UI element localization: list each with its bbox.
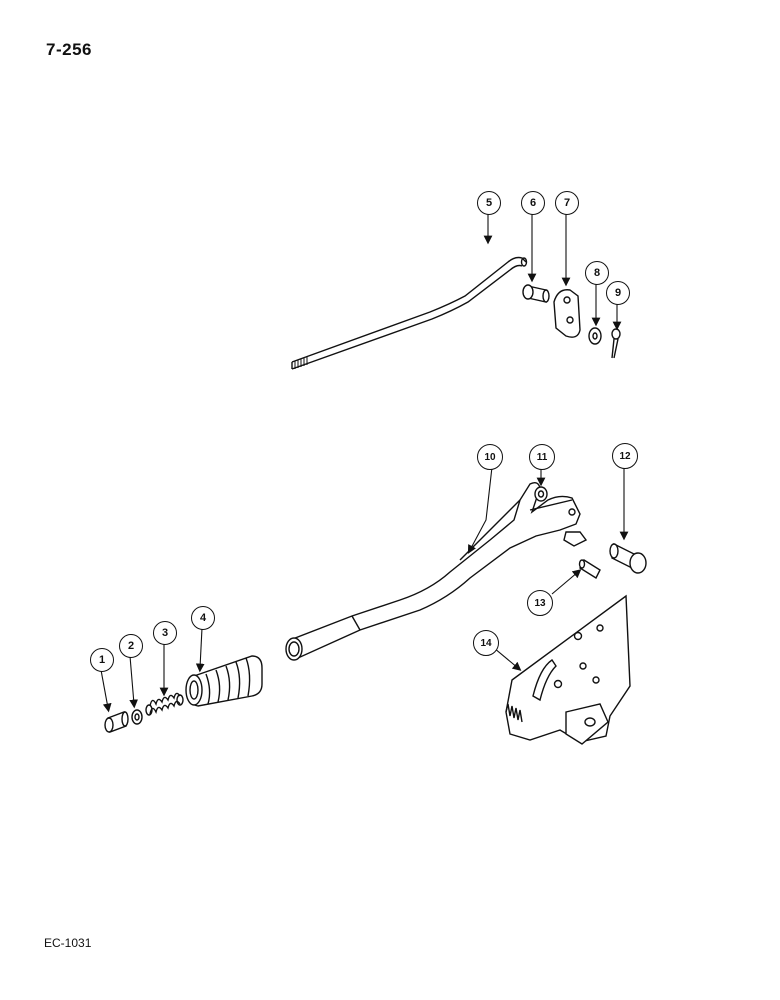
page-number: 7-256: [46, 40, 92, 59]
callout-label: 3: [161, 627, 169, 639]
callout-label: 10: [484, 451, 496, 463]
rubber-boot-part: [185, 655, 263, 707]
washer-part-2: [131, 709, 143, 725]
callout-label: 6: [529, 197, 537, 209]
roll-pin-part: [578, 558, 601, 580]
callout-badge: 10: [477, 444, 503, 470]
callout-label: 4: [199, 612, 207, 624]
callout-badge: 1: [90, 648, 114, 672]
link-plate-part: [553, 289, 581, 338]
callout-label: 14: [480, 637, 492, 649]
hand-lever-part: [285, 481, 588, 661]
callout-label: 9: [614, 287, 622, 299]
callout-badge: 6: [521, 191, 545, 215]
callout-label: 13: [534, 597, 546, 609]
button-cap-part: [104, 711, 129, 733]
callout-badge: 11: [529, 444, 555, 470]
callout-badge: 8: [585, 261, 609, 285]
callout-label: 5: [485, 197, 493, 209]
callout-badge: 14: [473, 630, 499, 656]
callout-label: 2: [127, 640, 135, 652]
callout-label: 1: [98, 654, 106, 666]
callout-label: 11: [536, 451, 548, 463]
clevis-pin-part: [522, 284, 550, 303]
washer-part-8: [588, 327, 602, 345]
callout-badge: 3: [153, 621, 177, 645]
control-rod-part: [291, 256, 528, 370]
ratchet-plate-part: [505, 594, 631, 745]
callout-badge: 5: [477, 191, 501, 215]
callout-badge: 7: [555, 191, 579, 215]
callout-label: 7: [563, 197, 571, 209]
figure-code: EC-1031: [44, 936, 92, 950]
cotter-pin-part: [611, 328, 621, 359]
pivot-pin-part: [609, 542, 647, 574]
callout-badge: 9: [606, 281, 630, 305]
leader-lines: [100, 213, 629, 713]
callout-badge: 4: [191, 606, 215, 630]
callout-badge: 12: [612, 443, 638, 469]
callout-badge: 13: [527, 590, 553, 616]
callout-label: 8: [593, 267, 601, 279]
callout-badge: 2: [119, 634, 143, 658]
spring-part: [145, 692, 184, 716]
callout-label: 12: [619, 450, 631, 462]
washer-part-11: [534, 486, 548, 502]
